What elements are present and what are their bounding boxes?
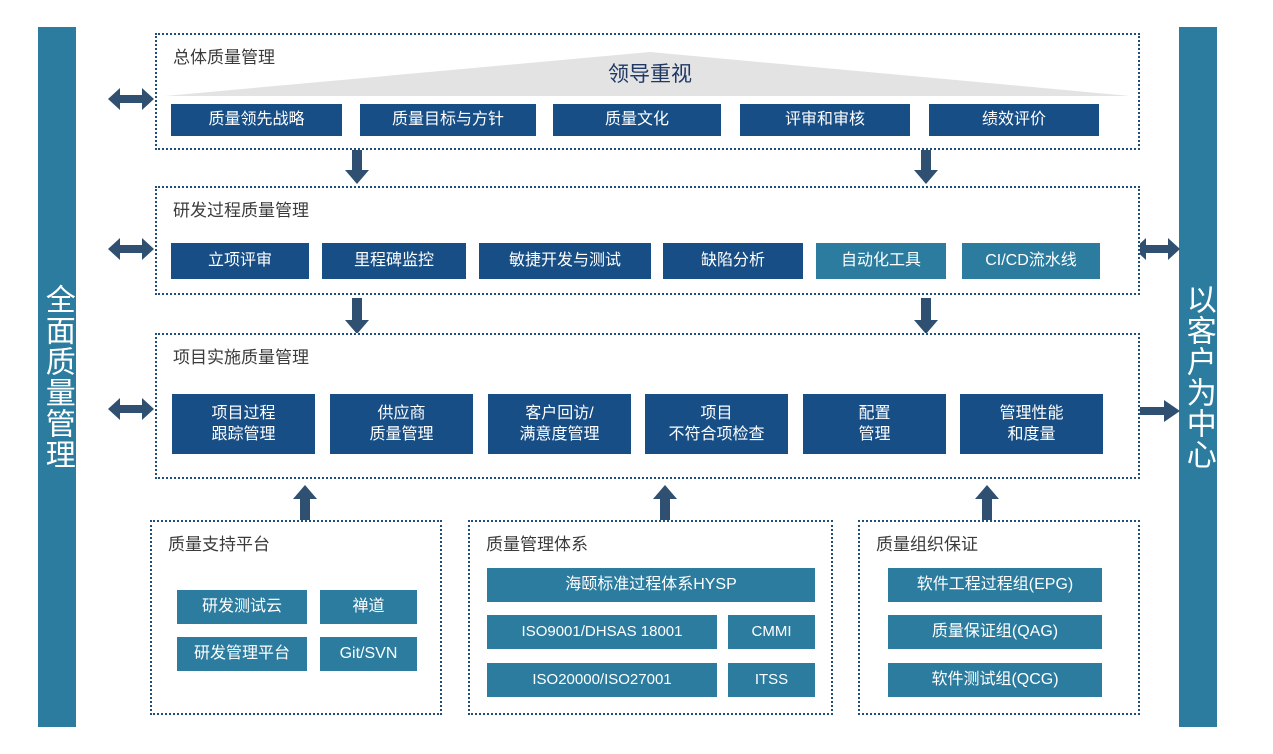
box-project-2[interactable]: 客户回访/ 满意度管理: [488, 394, 631, 454]
box-org-2-label: 软件测试组(QCG): [931, 671, 1059, 689]
box-support-3[interactable]: Git/SVN: [320, 637, 417, 671]
box-rnd-0-label: 立项评审: [207, 252, 272, 270]
box-project-2-label: 客户回访/ 满意度管理: [519, 404, 600, 443]
box-system-4-label: ITSS: [754, 671, 789, 689]
box-support-2[interactable]: 研发管理平台: [177, 637, 307, 671]
box-project-0-label: 项目过程 跟踪管理: [211, 404, 276, 443]
box-rnd-4[interactable]: 自动化工具: [816, 243, 946, 279]
leadership-banner-label: 领导重视: [608, 63, 692, 86]
box-project-1-label: 供应商 质量管理: [369, 404, 434, 443]
panel-title-support-platform: 质量支持平台: [168, 535, 270, 554]
left-double-arrow-icon-3: [108, 398, 154, 420]
box-overall-0[interactable]: 质量领先战略: [171, 104, 342, 136]
box-project-1[interactable]: 供应商 质量管理: [330, 394, 473, 454]
box-overall-1[interactable]: 质量目标与方针: [360, 104, 536, 136]
box-rnd-5-label: CI/CD流水线: [985, 252, 1077, 270]
panel-title-overall: 总体质量管理: [173, 48, 275, 67]
box-system-1-label: ISO9001/DHSAS 18001: [521, 623, 683, 641]
box-rnd-0[interactable]: 立项评审: [171, 243, 309, 279]
box-system-2[interactable]: CMMI: [728, 615, 815, 649]
box-overall-0-label: 质量领先战略: [208, 111, 305, 129]
box-project-5[interactable]: 管理性能 和度量: [960, 394, 1103, 454]
box-org-0[interactable]: 软件工程过程组(EPG): [888, 568, 1102, 602]
panel-title-management-system: 质量管理体系: [486, 535, 588, 554]
right-single-arrow-icon: [1134, 400, 1180, 422]
down-arrow-icon-2: [914, 148, 938, 184]
right-double-arrow-icon: [1134, 238, 1180, 260]
box-overall-4[interactable]: 绩效评价: [929, 104, 1099, 136]
up-arrow-icon-3: [975, 485, 999, 521]
box-rnd-1-label: 里程碑监控: [353, 252, 434, 270]
right-vertical-bar: 以客户为中心: [1179, 27, 1217, 727]
left-vertical-bar: 全面质量管理: [38, 27, 76, 727]
left-double-arrow-icon-1: [108, 88, 154, 110]
box-project-0[interactable]: 项目过程 跟踪管理: [172, 394, 315, 454]
box-support-0-label: 研发测试云: [201, 598, 282, 616]
box-overall-1-label: 质量目标与方针: [391, 111, 504, 129]
panel-title-rnd: 研发过程质量管理: [173, 201, 309, 220]
box-rnd-3[interactable]: 缺陷分析: [663, 243, 803, 279]
box-support-3-label: Git/SVN: [339, 645, 398, 663]
box-org-1-label: 质量保证组(QAG): [931, 623, 1059, 641]
box-rnd-3-label: 缺陷分析: [700, 252, 765, 270]
left-double-arrow-icon-2: [108, 238, 154, 260]
box-system-1[interactable]: ISO9001/DHSAS 18001: [487, 615, 717, 649]
box-system-3-label: ISO20000/ISO27001: [532, 671, 672, 689]
box-project-4-label: 配置 管理: [858, 404, 891, 443]
up-arrow-icon-2: [653, 485, 677, 521]
down-arrow-icon-3: [345, 298, 369, 334]
box-overall-3-label: 评审和审核: [784, 111, 865, 129]
panel-title-project: 项目实施质量管理: [173, 348, 309, 367]
right-vertical-bar-label: 以客户为中心: [1181, 284, 1215, 470]
box-system-0[interactable]: 海颐标准过程体系HYSP: [487, 568, 815, 602]
box-org-2[interactable]: 软件测试组(QCG): [888, 663, 1102, 697]
down-arrow-icon-1: [345, 148, 369, 184]
box-rnd-5[interactable]: CI/CD流水线: [962, 243, 1100, 279]
box-rnd-2-label: 敏捷开发与测试: [508, 252, 621, 270]
box-system-2-label: CMMI: [751, 623, 792, 641]
box-overall-4-label: 绩效评价: [981, 111, 1046, 129]
box-support-2-label: 研发管理平台: [193, 645, 290, 663]
box-project-5-label: 管理性能 和度量: [999, 404, 1064, 443]
box-rnd-2[interactable]: 敏捷开发与测试: [479, 243, 651, 279]
leadership-triangle-banner: [165, 52, 1130, 96]
box-support-1[interactable]: 禅道: [320, 590, 417, 624]
box-org-1[interactable]: 质量保证组(QAG): [888, 615, 1102, 649]
box-support-0[interactable]: 研发测试云: [177, 590, 307, 624]
box-project-4[interactable]: 配置 管理: [803, 394, 946, 454]
box-project-3-label: 项目 不符合项检查: [668, 404, 765, 443]
up-arrow-icon-1: [293, 485, 317, 521]
box-overall-2[interactable]: 质量文化: [553, 104, 721, 136]
box-rnd-1[interactable]: 里程碑监控: [322, 243, 466, 279]
box-project-3[interactable]: 项目 不符合项检查: [645, 394, 788, 454]
left-vertical-bar-label: 全面质量管理: [40, 284, 74, 470]
box-support-1-label: 禅道: [352, 598, 385, 616]
box-overall-2-label: 质量文化: [604, 111, 669, 129]
box-system-0-label: 海颐标准过程体系HYSP: [565, 576, 737, 594]
box-system-3[interactable]: ISO20000/ISO27001: [487, 663, 717, 697]
panel-title-organization: 质量组织保证: [876, 535, 978, 554]
box-org-0-label: 软件工程过程组(EPG): [916, 576, 1074, 594]
down-arrow-icon-4: [914, 298, 938, 334]
box-rnd-4-label: 自动化工具: [840, 252, 921, 270]
box-overall-3[interactable]: 评审和审核: [740, 104, 910, 136]
box-system-4[interactable]: ITSS: [728, 663, 815, 697]
